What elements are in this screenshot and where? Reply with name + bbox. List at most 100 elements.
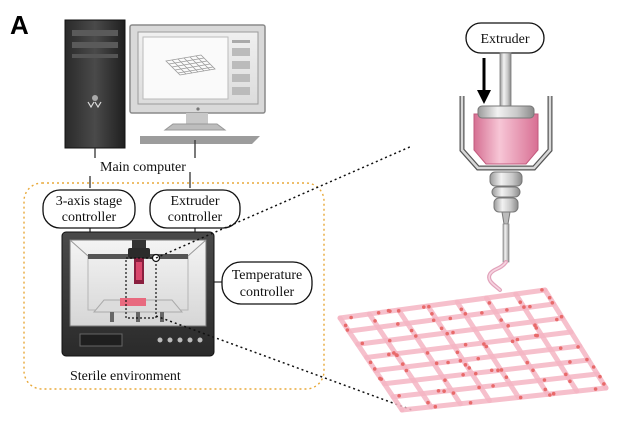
- scaffold-strand: [337, 287, 548, 321]
- scaffold-strand: [381, 357, 592, 387]
- temperature-controller-box: Temperature controller: [221, 261, 313, 305]
- computer-tower-icon: [64, 19, 126, 149]
- cell-dot: [568, 379, 572, 384]
- cell-dot: [484, 344, 489, 349]
- zoom-region: [125, 257, 157, 319]
- sterile-environment-boundary: [23, 182, 325, 390]
- cell-dot: [386, 308, 391, 313]
- cell-dot: [387, 352, 391, 357]
- cell-dot: [434, 361, 439, 366]
- cell-dot: [499, 368, 504, 372]
- cell-dot: [542, 378, 547, 382]
- cell-dot: [413, 334, 418, 338]
- cell-dot: [343, 323, 348, 328]
- cell-dot: [504, 375, 509, 380]
- cell-dot: [463, 363, 468, 367]
- cell-dot: [372, 367, 377, 371]
- cell-dot: [559, 314, 564, 319]
- extruder-controller-label-line2: controller: [168, 210, 223, 225]
- cell-dot: [525, 360, 530, 365]
- cell-dot: [442, 389, 446, 393]
- extruder-label: Extruder: [481, 32, 530, 47]
- cell-dot: [463, 342, 468, 347]
- cell-dot: [448, 316, 453, 321]
- cell-dot: [535, 333, 540, 338]
- cell-dot: [349, 315, 353, 320]
- cell-dot: [467, 366, 472, 370]
- cell-dot: [476, 356, 481, 361]
- cell-dot: [487, 301, 492, 305]
- cell-dot: [528, 304, 532, 309]
- cell-dot: [446, 360, 450, 365]
- cell-dot: [564, 372, 568, 377]
- extruder-controller-box: Extruder controller: [149, 189, 241, 229]
- zoom-line-bottom: [155, 315, 413, 411]
- main-computer-label: Main computer: [100, 160, 186, 175]
- cell-dot: [543, 387, 548, 392]
- cell-dot: [585, 357, 589, 362]
- cell-dot: [531, 368, 535, 373]
- cell-dot: [421, 305, 426, 309]
- cell-dot: [458, 358, 463, 363]
- cell-dot: [477, 385, 481, 390]
- cell-dot: [547, 295, 552, 300]
- cell-dot: [436, 389, 441, 393]
- cell-dot: [427, 304, 431, 309]
- cell-dot: [591, 365, 596, 369]
- panel-letter: A: [10, 10, 29, 40]
- cell-dot: [602, 382, 606, 386]
- cell-dot: [550, 300, 555, 305]
- cell-dot: [499, 318, 503, 322]
- cell-dot: [430, 312, 434, 316]
- scaffold-mesh: [337, 287, 609, 413]
- sterile-environment-label: Sterile environment: [70, 369, 181, 384]
- cell-dot: [396, 309, 401, 313]
- cell-dot: [480, 311, 484, 315]
- bioprinter-icon: [61, 231, 215, 357]
- cell-dot: [489, 368, 494, 373]
- cell-dot: [518, 395, 523, 400]
- cell-dot: [445, 331, 449, 336]
- cell-dot: [392, 351, 396, 355]
- cell-dot: [455, 350, 460, 355]
- cell-dot: [433, 404, 438, 409]
- cell-dot: [451, 330, 455, 335]
- stage-controller-label-line1: 3-axis stage: [56, 194, 122, 209]
- temperature-controller-label-line2: controller: [240, 285, 295, 300]
- cell-dot: [496, 368, 500, 373]
- cell-dot: [368, 360, 373, 365]
- cell-dot: [396, 322, 400, 326]
- cell-dot: [395, 353, 399, 358]
- cell-dot: [482, 342, 486, 346]
- cell-dot: [510, 339, 515, 344]
- cell-dot: [373, 319, 377, 323]
- cell-dot: [473, 371, 478, 376]
- cell-dot: [431, 318, 436, 323]
- cell-dot: [506, 324, 510, 328]
- extruder-box: Extruder: [465, 22, 545, 54]
- cell-dot: [397, 393, 401, 398]
- cell-dot: [461, 373, 465, 377]
- cell-dot: [425, 351, 430, 355]
- cell-dot: [409, 328, 414, 333]
- cell-dot: [593, 387, 598, 391]
- cell-dot: [505, 308, 509, 312]
- cell-dot: [568, 360, 572, 364]
- cell-dot: [598, 374, 602, 379]
- cell-dot: [558, 346, 563, 350]
- cell-dot: [468, 400, 473, 405]
- cell-dot: [515, 337, 520, 342]
- cell-dot: [555, 317, 559, 322]
- extruder-controller-label-line1: Extruder: [171, 194, 220, 209]
- stage-controller-box: 3-axis stage controller: [42, 189, 136, 229]
- cell-dot: [463, 312, 468, 316]
- cell-dot: [387, 338, 392, 343]
- cell-dot: [522, 305, 526, 309]
- cell-dot: [400, 362, 405, 366]
- cell-dot: [576, 345, 580, 349]
- cell-dot: [548, 393, 552, 397]
- cell-dot: [439, 326, 444, 331]
- cell-dot: [551, 391, 556, 396]
- zoom-line-top: [155, 145, 413, 259]
